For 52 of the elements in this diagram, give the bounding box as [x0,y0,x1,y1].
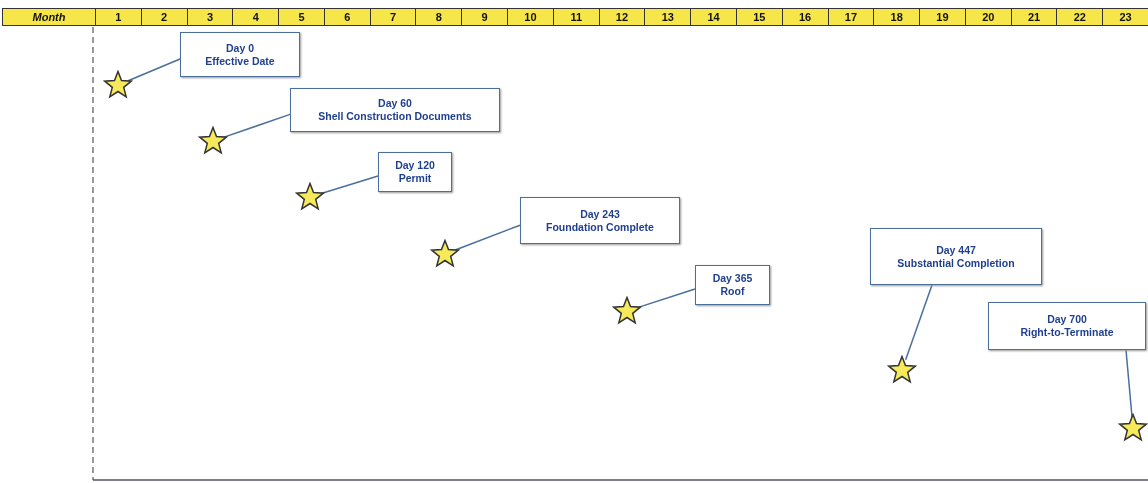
milestone-name: Effective Date [205,54,275,68]
milestone-star [103,70,133,100]
milestone-name: Roof [720,285,745,298]
milestone-star [1118,413,1148,443]
milestone-name: Foundation Complete [546,220,654,234]
month-number: 6 [323,8,371,26]
milestone-day: Day 700 [1047,313,1087,326]
month-number: 14 [690,8,737,26]
month-number: 8 [415,8,463,26]
callout [180,32,300,77]
milestone-day: Day 447 [936,243,976,257]
milestone-name: Shell Construction Documents [318,110,472,123]
milestone-name: Permit [398,172,432,185]
month-header: Month [2,8,96,26]
month-number: 23 [1102,8,1148,26]
milestone-star [430,239,460,269]
milestone-day: Day 243 [580,207,620,221]
month-number: 5 [278,8,325,26]
month-number: 9 [461,8,509,26]
month-number: 15 [735,8,783,26]
month-number: 19 [919,8,966,26]
month-number: 2 [140,8,188,26]
milestone-star [612,296,642,326]
callout [378,152,452,192]
month-number: 10 [507,8,554,26]
callout [290,88,500,132]
month-number: 11 [552,8,600,26]
month-number: 16 [781,8,829,26]
month-number: 13 [644,8,692,26]
month-number: 4 [232,8,280,26]
month-number: 3 [186,8,234,26]
callout [988,302,1146,350]
month-number: 17 [827,8,875,26]
month-number: 12 [598,8,646,26]
milestone-day: Day 120 [395,159,435,172]
milestone-star [198,126,228,156]
milestone-day: Day 365 [712,272,753,285]
month-number: 20 [964,8,1012,26]
month-number: 22 [1056,8,1104,26]
month-number: 21 [1010,8,1058,26]
month-number: 7 [369,8,417,26]
callout [695,265,770,305]
milestone-name: Substantial Completion [897,256,1015,270]
milestone-name: Right-to-Terminate [1020,326,1114,339]
callout [520,197,680,244]
milestone-star [887,355,917,385]
month-number: 18 [873,8,921,26]
milestone-day: Day 0 [226,41,254,55]
milestone-day: Day 60 [378,97,412,110]
milestone-star [295,182,325,212]
month-number: 1 [95,8,142,26]
callout [870,228,1042,285]
